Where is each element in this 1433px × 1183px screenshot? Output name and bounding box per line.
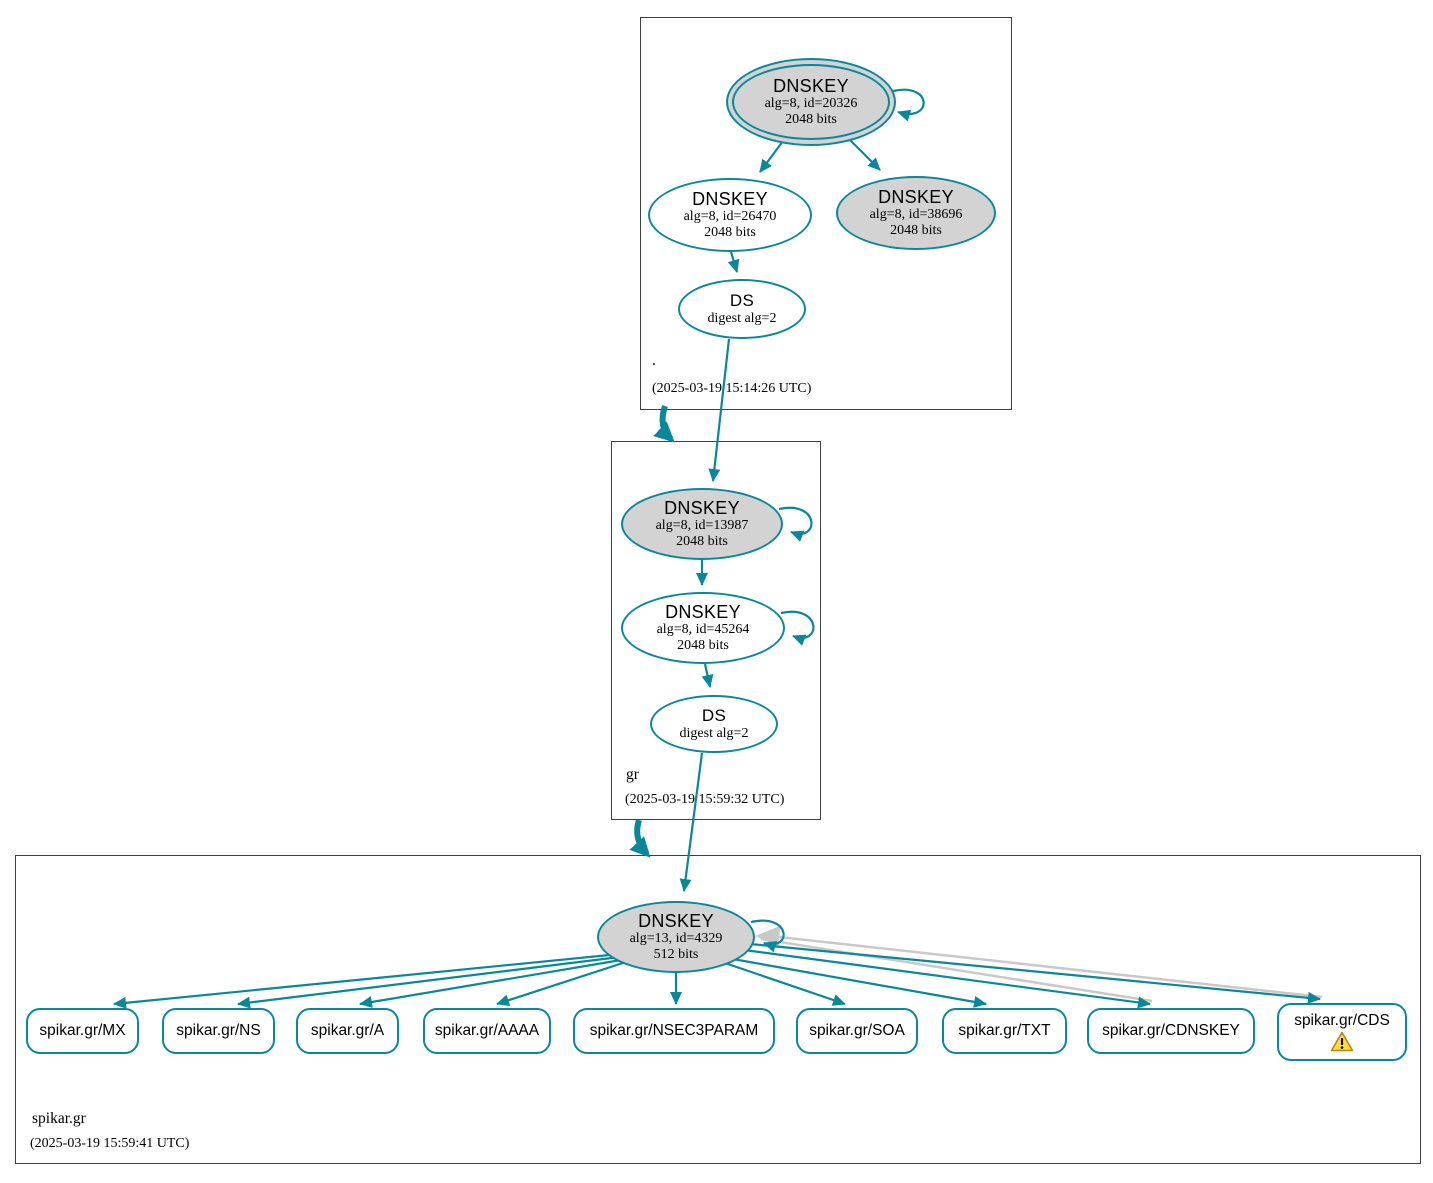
node-bits: 2048 bits — [785, 112, 837, 127]
ds-gr-node[interactable]: DS digest alg=2 — [650, 695, 778, 753]
edge-grds-to-spikar-dnskey — [679, 752, 704, 892]
rrset-label: spikar.gr/NSEC3PARAM — [589, 1022, 759, 1039]
node-digest: digest alg=2 — [707, 310, 777, 326]
node-alg: alg=8, id=45264 — [656, 621, 750, 637]
rrset-node-cds[interactable]: spikar.gr/CDS — [1277, 1003, 1407, 1061]
edge-dnskey-to-soa — [721, 960, 846, 1006]
rrset-label: spikar.gr/CDS — [1294, 1012, 1390, 1029]
dnskey-gr-zsk[interactable]: DNSKEY alg=8, id=45264 2048 bits — [621, 592, 785, 664]
node-title: DNSKEY — [664, 497, 740, 518]
zone-box-spikar — [15, 855, 1421, 1164]
node-title: DS — [729, 290, 755, 310]
dnskey-root-standby[interactable]: DNSKEY alg=8, id=38696 2048 bits — [836, 176, 996, 250]
dnskey-gr-ksk[interactable]: DNSKEY alg=8, id=13987 2048 bits — [621, 488, 783, 560]
edge-dnskey-to-ns — [237, 953, 637, 1009]
rrset-node-cdnskey[interactable]: spikar.gr/CDNSKEY — [1087, 1008, 1255, 1054]
zone-timestamp-spikar: (2025-03-19 15:59:41 UTC) — [30, 1136, 190, 1151]
edge-dnskey-to-aaaa — [496, 959, 630, 1006]
rrset-label: spikar.gr/CDNSKEY — [1102, 1022, 1240, 1039]
zone-timestamp-gr: (2025-03-19 15:59:32 UTC) — [625, 792, 785, 807]
node-bits: 2048 bits — [676, 534, 728, 549]
node-title: DNSKEY — [773, 75, 849, 96]
edge-ksk-to-zsk-root — [759, 140, 784, 173]
selfsign-loop-root-ksk — [892, 88, 925, 122]
edge-dnskey-to-mx — [113, 950, 641, 1009]
node-alg: alg=13, id=4329 — [629, 930, 723, 946]
dnskey-root-ksk[interactable]: DNSKEY alg=8, id=20326 2048 bits — [726, 58, 896, 146]
rrset-label: spikar.gr/TXT — [958, 1022, 1051, 1039]
selfsign-loop-gr-ksk — [778, 506, 813, 542]
edge-dnskey-to-txt — [726, 956, 987, 1008]
node-bits: 2048 bits — [704, 225, 756, 240]
ds-root-node[interactable]: DS digest alg=2 — [678, 279, 806, 339]
zone-label-gr: gr — [626, 766, 639, 783]
zone-label-spikar: spikar.gr — [32, 1110, 86, 1127]
rrset-node-nsec3param[interactable]: spikar.gr/NSEC3PARAM — [573, 1008, 775, 1054]
dnskey-root-zsk[interactable]: DNSKEY alg=8, id=26470 2048 bits — [648, 178, 812, 252]
edge-dnskey-to-a — [359, 956, 634, 1008]
node-bits: 2048 bits — [677, 638, 729, 653]
node-title: DNSKEY — [692, 188, 768, 209]
node-alg: alg=8, id=38696 — [869, 206, 963, 222]
node-bits: 2048 bits — [890, 223, 942, 238]
selfsign-loop-spikar-dnskey — [750, 919, 785, 953]
zone-delegation-arrow-gr-spikar — [629, 819, 651, 858]
rrset-label: spikar.gr/A — [310, 1022, 385, 1039]
node-title: DNSKEY — [665, 601, 741, 622]
rrset-node-mx[interactable]: spikar.gr/MX — [26, 1008, 139, 1054]
zone-timestamp-root: (2025-03-19 15:14:26 UTC) — [652, 381, 812, 396]
edge-dnskey-to-cdnskey — [743, 948, 1151, 1009]
zone-delegation-arrow-root-gr — [653, 405, 675, 443]
node-digest: digest alg=2 — [679, 725, 749, 741]
node-alg: alg=8, id=20326 — [764, 95, 858, 111]
edge-zsk-to-ds-root — [727, 251, 740, 273]
rrset-label: spikar.gr/AAAA — [434, 1022, 540, 1039]
rrset-node-aaaa[interactable]: spikar.gr/AAAA — [423, 1008, 551, 1054]
rrset-node-a[interactable]: spikar.gr/A — [296, 1008, 399, 1054]
rrset-label: spikar.gr/SOA — [809, 1022, 905, 1039]
edge-ksk-to-key2-root — [849, 139, 881, 171]
dnskey-spikar[interactable]: DNSKEY alg=13, id=4329 512 bits — [597, 901, 755, 973]
edge-rootds-to-gr-ksk — [708, 338, 731, 482]
gray-edge-cds-to-dnskey — [760, 933, 1323, 999]
edge-dnskey-to-cds — [749, 942, 1321, 1004]
rrset-label: spikar.gr/NS — [176, 1022, 261, 1039]
node-bits: 512 bits — [653, 947, 699, 962]
edge-grzsk-to-grds — [701, 663, 714, 688]
zone-label-root: . — [652, 352, 656, 369]
rrset-label: spikar.gr/MX — [39, 1022, 126, 1039]
node-alg: alg=8, id=26470 — [683, 208, 777, 224]
node-title: DS — [701, 705, 727, 725]
node-title: DNSKEY — [638, 910, 714, 931]
rrset-node-ns[interactable]: spikar.gr/NS — [162, 1008, 275, 1054]
node-title: DNSKEY — [878, 186, 954, 207]
zone-box-gr — [611, 441, 821, 820]
warning-triangle-icon — [1330, 1031, 1354, 1052]
rrset-node-txt[interactable]: spikar.gr/TXT — [942, 1008, 1067, 1054]
node-alg: alg=8, id=13987 — [655, 517, 749, 533]
zone-box-root — [640, 17, 1012, 410]
selfsign-loop-gr-zsk — [780, 610, 815, 646]
gray-edge-cdnskey-to-dnskey — [760, 937, 1153, 1003]
rrset-node-soa[interactable]: spikar.gr/SOA — [796, 1008, 918, 1054]
